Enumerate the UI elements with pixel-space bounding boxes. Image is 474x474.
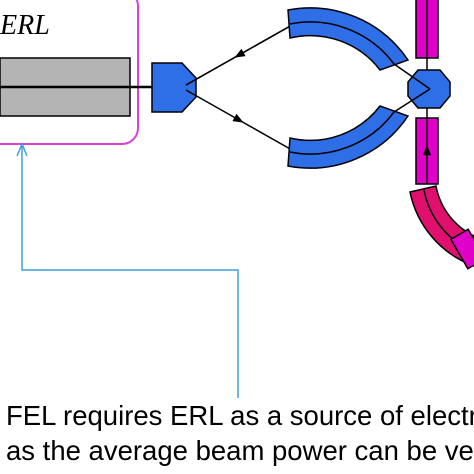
beam-path-lower-arrowed [185, 89, 293, 151]
arc-magnet-lower-beam [289, 111, 395, 155]
arc-magnet-lower [287, 105, 410, 169]
dipole-segment-edge [449, 228, 474, 270]
beam-path-upper-arrowed [185, 24, 293, 86]
arc-magnet-upper [287, 7, 410, 71]
callout-connector-arrowhead [16, 142, 28, 157]
callout-connector [21, 144, 239, 398]
junction-beam-b [393, 88, 431, 113]
junction-beam-a [393, 63, 431, 90]
erl-title: ERL [0, 10, 50, 41]
caption-text: FEL requires ERL as a source of electro … [6, 398, 474, 468]
arc-magnet-upper-beam [289, 21, 395, 65]
caption-line-2: as the average beam power can be ver [6, 435, 474, 466]
caption-line-1: FEL requires ERL as a source of electro [6, 400, 474, 431]
splitter-magnet-left [151, 62, 197, 113]
